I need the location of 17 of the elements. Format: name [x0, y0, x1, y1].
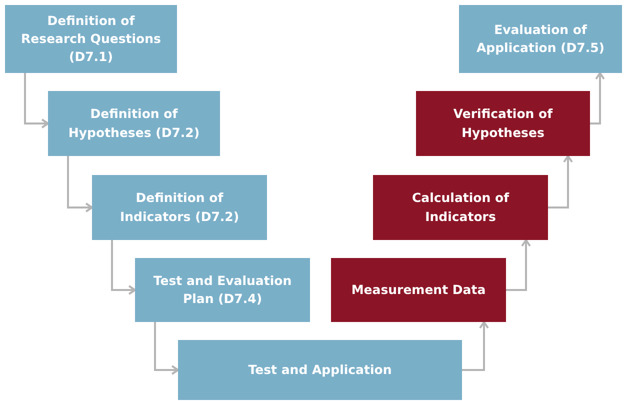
arrow — [506, 239, 531, 291]
arrow — [154, 322, 179, 375]
process-box: Test and Application — [178, 340, 462, 400]
arrow — [462, 321, 489, 371]
result-box: Verification of Hypotheses — [416, 91, 590, 156]
process-box: Definition of Research Questions (D7.1) — [5, 5, 177, 73]
process-box: Test and Evaluation Plan (D7.4) — [135, 258, 310, 322]
result-box: Measurement Data — [331, 258, 506, 322]
arrow — [590, 72, 605, 124]
arrow — [24, 73, 49, 128]
arrow — [111, 240, 136, 295]
process-box: Evaluation of Application (D7.5) — [459, 5, 622, 73]
result-box: Calculation of Indicators — [373, 175, 548, 240]
process-box: Definition of Indicators (D7.2) — [92, 175, 267, 240]
arrow — [67, 156, 93, 212]
arrow — [548, 155, 573, 208]
process-box: Definition of Hypotheses (D7.2) — [48, 91, 220, 156]
